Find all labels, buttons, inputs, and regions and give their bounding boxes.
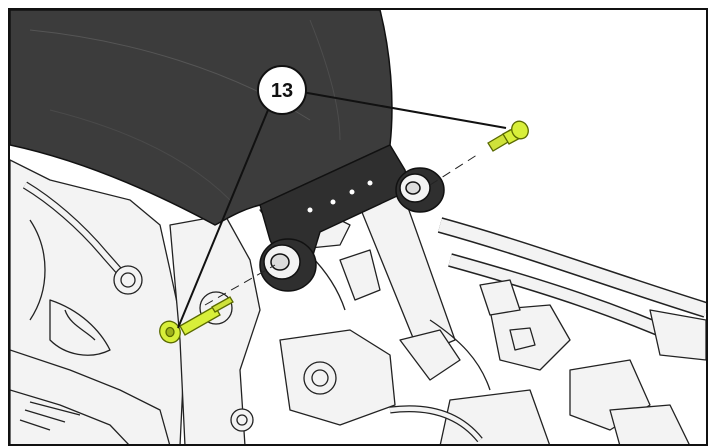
left-bushing bbox=[259, 238, 317, 292]
install-axis-lines bbox=[204, 152, 481, 306]
callout-leader-lines bbox=[177, 91, 507, 329]
callout-13: 13 bbox=[257, 65, 307, 115]
illustration-frame: 13 bbox=[8, 8, 708, 446]
right-bolt-icon bbox=[487, 120, 529, 152]
right-bushing bbox=[395, 167, 445, 213]
callout-label: 13 bbox=[271, 80, 293, 102]
seat-cushion bbox=[10, 10, 393, 226]
assembly-illustration: 13 bbox=[10, 10, 706, 444]
left-bolt-icon bbox=[159, 296, 234, 344]
